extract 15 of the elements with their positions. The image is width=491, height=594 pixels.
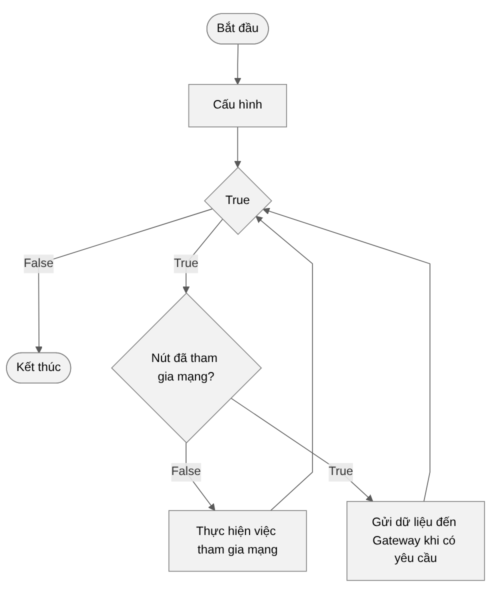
edge-label: False bbox=[24, 256, 54, 270]
node-diamond: Nút đã tham gia mạng? bbox=[111, 292, 262, 444]
arrow bbox=[35, 208, 213, 354]
edge-label: True bbox=[328, 464, 354, 478]
arrow bbox=[230, 398, 374, 502]
arrow bbox=[256, 216, 313, 511]
node-box: Cấu hình bbox=[188, 84, 287, 128]
node-box: Gửi dữ liệu đến Gateway khi có yêu cầu bbox=[346, 501, 485, 581]
edge-label: False bbox=[171, 464, 201, 478]
node-diamond: True bbox=[204, 166, 272, 235]
node-box: Thực hiện việc tham gia mạng bbox=[168, 510, 307, 572]
arrow bbox=[262, 208, 430, 502]
arrow bbox=[234, 44, 242, 85]
edge-label: True bbox=[174, 256, 198, 270]
arrow bbox=[234, 126, 242, 168]
